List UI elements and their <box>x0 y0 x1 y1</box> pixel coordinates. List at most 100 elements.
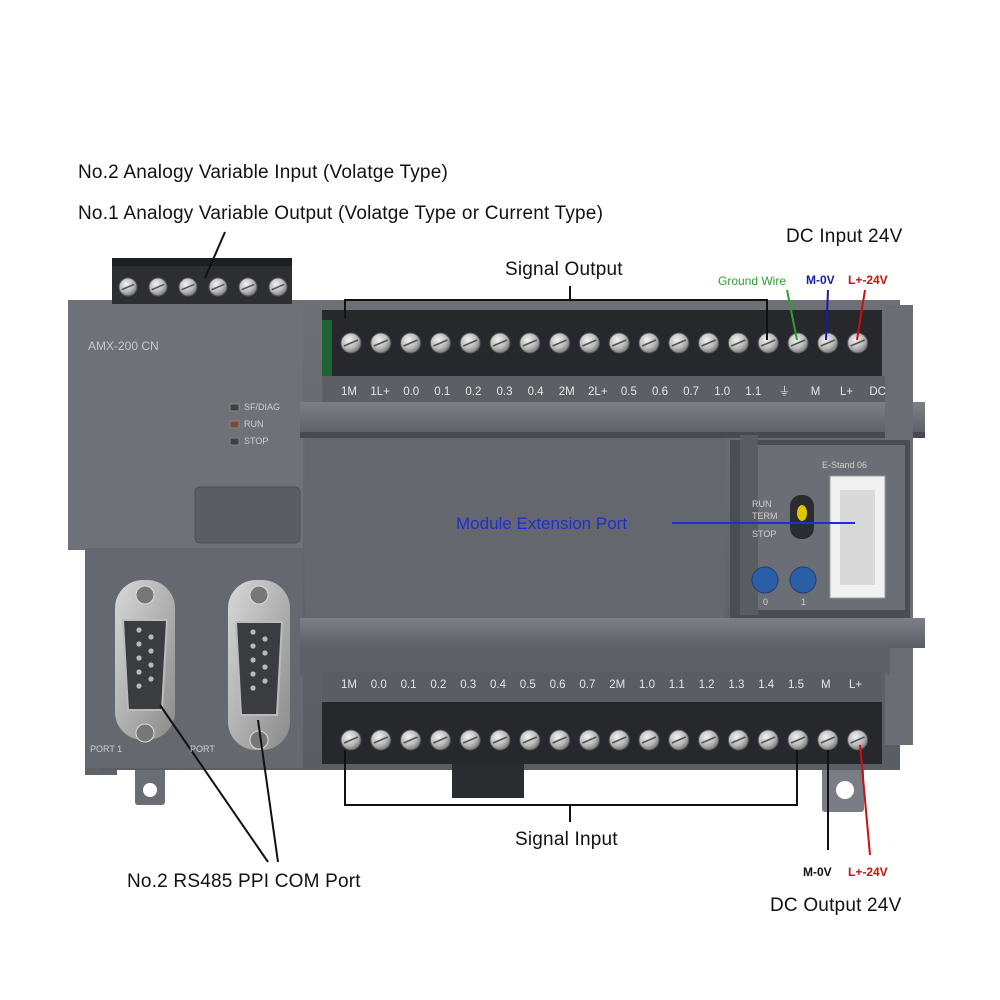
terminal-label: 0.2 <box>430 679 447 691</box>
terminal-label: 1M <box>341 386 357 398</box>
center-recess <box>305 438 725 618</box>
terminal-label: 1.0 <box>639 679 655 691</box>
analog-input-callout: No.2 Analogy Variable Input (Volatge Typ… <box>78 162 448 183</box>
terminal-label: 0.3 <box>460 679 477 691</box>
terminal-label: 2M <box>609 679 626 691</box>
l24v-bottom-label: L+-24V <box>848 865 888 879</box>
db9-pin <box>262 650 268 656</box>
terminal-label: ⏚ <box>778 386 791 398</box>
switch-label-term: TERM <box>752 511 778 521</box>
terminal-label: 1.1 <box>668 679 685 691</box>
module-name: E-Stand 06 <box>822 460 868 470</box>
terminal-label: 0.7 <box>683 386 700 398</box>
model-label: AMX-200 CN <box>88 339 159 353</box>
switch-label-run: RUN <box>752 499 772 509</box>
terminal-label: L+ <box>840 386 854 398</box>
terminal-label: 2L+ <box>588 386 608 398</box>
led-label-sf-diag: SF/DIAG <box>244 402 281 412</box>
potentiometer <box>751 566 779 594</box>
terminal-label: L+ <box>849 679 863 691</box>
leader-rs485-2 <box>257 719 279 863</box>
db9-pin <box>148 662 154 668</box>
led-label-stop: STOP <box>244 436 269 446</box>
terminal-label: 0.0 <box>370 679 387 691</box>
terminal-label: M <box>810 386 821 398</box>
db9-pin <box>136 655 142 661</box>
signal-input-callout: Signal Input <box>515 829 618 850</box>
terminal-label: 0.5 <box>620 386 637 398</box>
db9-pin <box>148 648 154 654</box>
bracket-signal-output <box>344 299 768 340</box>
analog-output-callout: No.1 Analogy Variable Output (Volatge Ty… <box>78 203 604 224</box>
led-sf-diag <box>229 403 240 412</box>
terminal-label: 0.6 <box>652 386 668 398</box>
led-label-run: RUN <box>244 419 264 429</box>
bottom-label-strip <box>322 672 882 702</box>
db9-pin <box>262 664 268 670</box>
db9-pin <box>136 669 142 675</box>
ground-wire-label: Ground Wire <box>718 274 787 288</box>
potentiometer <box>789 566 817 594</box>
terminal-label: 1.5 <box>788 679 804 691</box>
terminal-label: 0.2 <box>465 386 482 398</box>
terminal-label: M <box>821 679 831 691</box>
db9-pin <box>136 683 142 689</box>
db9-pin <box>250 629 256 635</box>
terminal-label: DC <box>869 386 886 398</box>
module-extension-callout: Module Extension Port <box>456 514 628 533</box>
l24v-bottom-line <box>859 744 871 856</box>
terminal-label: 1.1 <box>745 386 762 398</box>
mounting-hole <box>836 781 854 799</box>
switch-label-stop: STOP <box>752 529 777 539</box>
terminal-label: 1M <box>341 679 357 691</box>
terminal-label: 0.5 <box>519 679 536 691</box>
bottom-cover-rail <box>300 618 925 648</box>
terminal-label: 1.3 <box>728 679 745 691</box>
terminal-label: 0.4 <box>490 679 506 691</box>
port-2-label: PORT <box>190 744 215 754</box>
dc-input-callout: DC Input 24V <box>786 226 903 247</box>
terminal-label: 0.4 <box>527 386 544 398</box>
leader-rs485-1 <box>159 704 269 863</box>
port-1-label: PORT 1 <box>90 744 123 754</box>
db9-pin <box>262 678 268 684</box>
terminal-label: 1.0 <box>714 386 731 398</box>
db9-port-2 <box>228 580 290 750</box>
led-run <box>229 420 240 429</box>
m0v-top-line <box>825 289 829 341</box>
pot-label-0: 0 <box>763 597 769 607</box>
m0v-top-label: M-0V <box>806 273 835 287</box>
terminal-label: 1L+ <box>370 386 390 398</box>
l24v-top-label: L+-24V <box>848 273 888 287</box>
terminal-label: 1.2 <box>698 679 715 691</box>
terminal-label: 0.1 <box>400 679 417 691</box>
l24v-top-line <box>856 289 866 341</box>
terminal-label: 2M <box>558 386 575 398</box>
db9-pin <box>250 671 256 677</box>
mounting-hole <box>143 783 157 797</box>
led-stop <box>229 437 240 446</box>
db9-pin <box>136 627 142 633</box>
db9-pin <box>148 676 154 682</box>
signal-output-callout: Signal Output <box>505 259 623 280</box>
dc-output-callout: DC Output 24V <box>770 895 902 916</box>
top-cover-rail <box>300 402 925 436</box>
ground-wire-line <box>786 289 798 341</box>
terminal-label: 0.6 <box>549 679 566 691</box>
db9-port-1 <box>115 580 175 743</box>
terminal-label: 0.1 <box>434 386 451 398</box>
terminal-label: 0.0 <box>403 386 420 398</box>
terminal-label: 0.3 <box>496 386 513 398</box>
leader-analog <box>204 231 226 279</box>
db9-pin <box>262 636 268 642</box>
rs485-callout: No.2 RS485 PPI COM Port <box>127 871 361 892</box>
terminal-label: 1.4 <box>758 679 775 691</box>
m0v-bottom-label: M-0V <box>803 865 832 879</box>
db9-pin <box>136 641 142 647</box>
pot-label-1: 1 <box>801 597 807 607</box>
db9-pin <box>250 643 256 649</box>
db9-pin <box>250 657 256 663</box>
db9-pin <box>250 685 256 691</box>
